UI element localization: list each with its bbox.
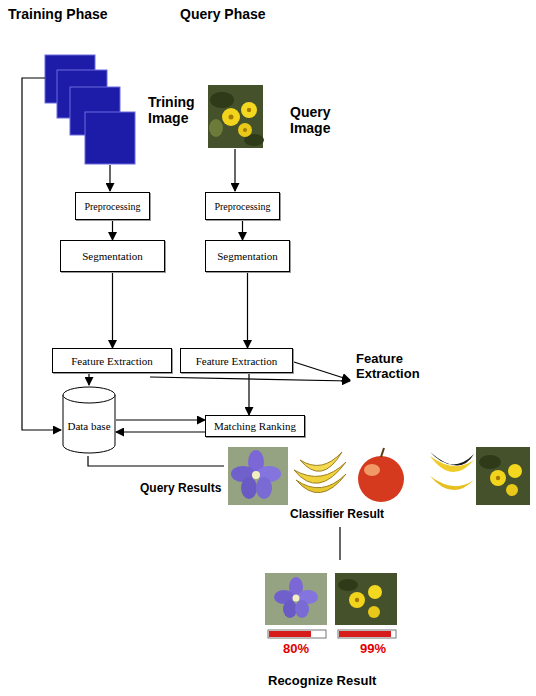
- connector-arrow: [242, 220, 243, 240]
- connector-arrow: [112, 220, 113, 240]
- image-label: Query Image: [290, 104, 330, 136]
- node-text: Feature Extraction: [71, 355, 153, 367]
- training-image-stack: [45, 55, 135, 164]
- leader-line: [294, 362, 350, 380]
- node-text: Preprocessing: [214, 201, 270, 212]
- process-box: Feature Extraction: [180, 348, 293, 373]
- result-line: [88, 456, 224, 466]
- percent-value: 99%: [360, 642, 386, 657]
- node-text: Data base: [67, 420, 110, 432]
- feed-arrow: [109, 165, 110, 191]
- process-box: Preprocessing: [75, 192, 150, 220]
- classifier-line: [339, 527, 340, 560]
- percent-value: 80%: [283, 642, 309, 657]
- result-image-bananas: [290, 447, 348, 505]
- recognized-image-yellow-flower: [335, 573, 397, 625]
- query-image: [208, 85, 264, 148]
- score-bar: [268, 630, 396, 638]
- node-text: Matching Ranking: [214, 420, 296, 432]
- node-text: Feature Extraction: [196, 355, 278, 367]
- connector-arrow: [116, 431, 205, 432]
- database-cylinder: Data base: [62, 385, 116, 455]
- phase-title: Query Phase: [180, 6, 266, 22]
- node-text: Segmentation: [82, 250, 143, 262]
- connector-arrow: [88, 373, 89, 385]
- results-label: Classifier Result: [290, 508, 384, 522]
- result-image-bananas: [428, 447, 476, 505]
- connector-arrow: [116, 419, 205, 420]
- connector-arrow: [112, 272, 113, 348]
- process-box: Preprocessing: [205, 192, 280, 220]
- node-text: Segmentation: [217, 250, 278, 262]
- leader-line: [150, 377, 350, 381]
- output-label: Feature Extraction: [356, 352, 420, 382]
- process-box: Segmentation: [205, 240, 290, 272]
- recognized-image-flower: [265, 573, 327, 625]
- query-arrow: [234, 149, 235, 191]
- image-label: Trining Image: [148, 94, 195, 126]
- feed-line: [22, 78, 61, 430]
- process-box: Segmentation: [60, 240, 165, 272]
- process-box: Feature Extraction: [52, 348, 172, 373]
- result-image-yellow-flower: [476, 447, 530, 505]
- connector-arrow: [248, 373, 249, 415]
- results-label: Recognize Result: [268, 674, 376, 689]
- result-image-apple: [350, 447, 412, 505]
- process-box: Matching Ranking: [205, 415, 305, 437]
- node-text: Preprocessing: [84, 201, 140, 212]
- phase-title: Training Phase: [8, 6, 108, 22]
- connector-arrow: [247, 272, 248, 348]
- result-image-flower: [228, 447, 288, 505]
- results-label: Query Results: [140, 482, 221, 496]
